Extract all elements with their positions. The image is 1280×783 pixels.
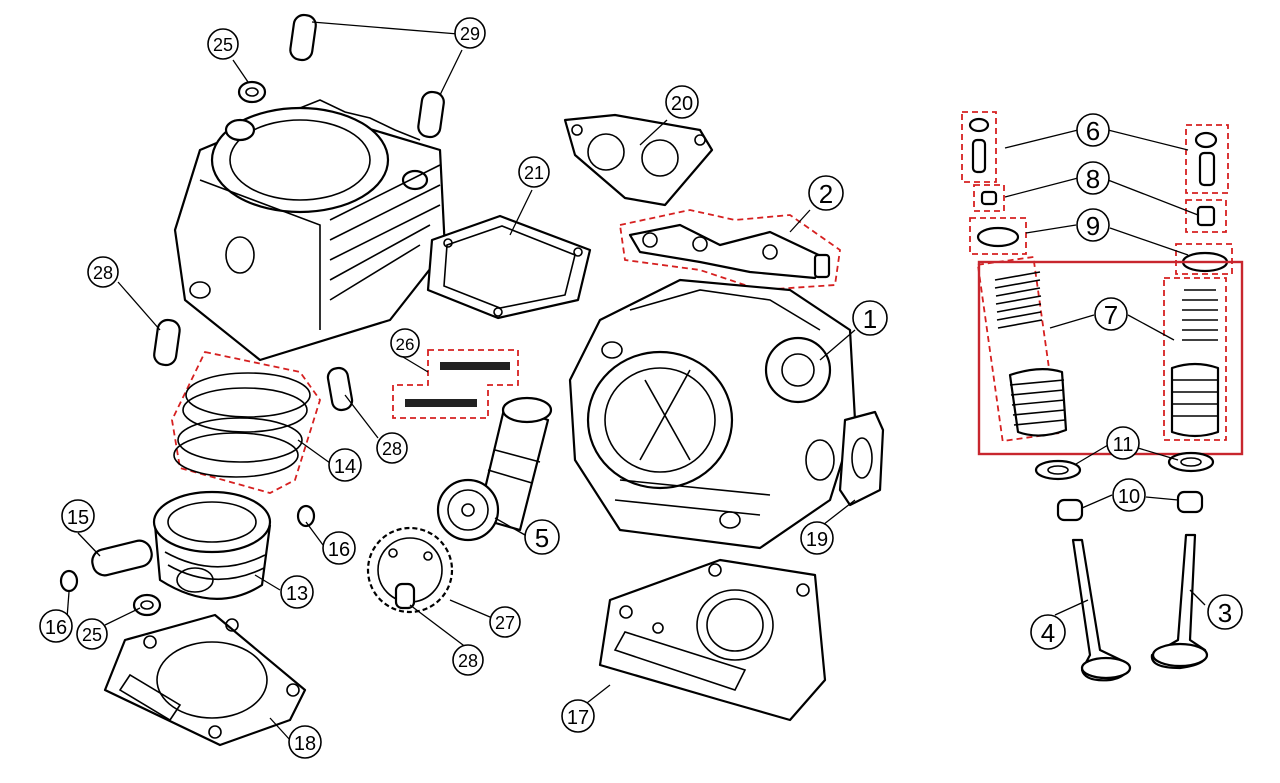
callout-c28a: 28 (87, 256, 119, 288)
callout-c4: 4 (1030, 614, 1066, 650)
svg-text:9: 9 (1086, 211, 1100, 241)
dowel-pin-29a (289, 13, 317, 62)
svg-text:15: 15 (67, 507, 89, 529)
svg-text:26: 26 (396, 335, 415, 354)
dowel-pin-28b (326, 366, 354, 412)
svg-text:16: 16 (45, 617, 67, 639)
rocker-arm-assembly (618, 209, 841, 291)
svg-text:5: 5 (535, 523, 549, 553)
callout-c7: 7 (1094, 297, 1128, 331)
callout-c28c: 28 (452, 644, 484, 676)
callout-c26: 26 (390, 328, 420, 358)
cylinder-base-gasket (103, 613, 307, 747)
callout-c15: 15 (61, 499, 95, 533)
svg-text:25: 25 (213, 35, 233, 55)
outer-spring-right (1170, 289, 1220, 438)
head-cover-gasket (426, 214, 592, 320)
dowel-pin-28c (394, 582, 416, 610)
oil-seal-25b (132, 593, 162, 617)
spring-seat-right (1167, 451, 1215, 473)
callout-c16b: 16 (322, 531, 356, 565)
svg-text:28: 28 (93, 263, 113, 283)
callout-c17: 17 (561, 699, 595, 733)
svg-text:10: 10 (1118, 486, 1140, 508)
callout-c10: 10 (1112, 478, 1146, 512)
callout-c20: 20 (665, 85, 699, 119)
camshaft (436, 396, 553, 542)
head-gasket (598, 558, 827, 722)
callout-c8: 8 (1076, 161, 1110, 195)
callout-c14: 14 (328, 448, 362, 482)
callout-c3: 3 (1207, 594, 1243, 630)
piston (152, 490, 272, 600)
svg-text:27: 27 (495, 613, 515, 633)
callout-c18: 18 (288, 725, 322, 759)
svg-text:3: 3 (1218, 598, 1232, 628)
callout-c25b: 25 (76, 618, 108, 650)
svg-text:4: 4 (1041, 618, 1055, 648)
callout-c9: 9 (1076, 208, 1110, 242)
callout-c29: 29 (454, 17, 486, 49)
exhaust-gasket (563, 113, 714, 207)
piston-rings (171, 350, 321, 494)
exhaust-valve (1150, 533, 1209, 670)
callout-c16a: 16 (39, 609, 73, 643)
svg-text:1: 1 (863, 304, 877, 334)
leader-lines (66, 21, 1206, 741)
callout-c13: 13 (280, 575, 314, 609)
spring-seat-left (1034, 459, 1082, 481)
svg-text:20: 20 (671, 93, 693, 115)
callout-c2: 2 (808, 175, 844, 211)
svg-text:28: 28 (382, 439, 402, 459)
svg-text:16: 16 (328, 539, 350, 561)
svg-text:19: 19 (806, 529, 828, 551)
svg-text:11: 11 (1113, 434, 1134, 456)
svg-text:7: 7 (1104, 300, 1118, 330)
svg-text:28: 28 (458, 651, 478, 671)
intake-gasket (838, 410, 885, 507)
cylinder-block (173, 99, 447, 362)
valve-stem-seal-left (1056, 498, 1084, 522)
callout-c28b: 28 (376, 432, 408, 464)
svg-text:29: 29 (460, 24, 480, 44)
callout-c6: 6 (1076, 113, 1110, 147)
intake-valve (1071, 538, 1132, 682)
circlip-16b (296, 504, 316, 528)
valve-train-right-column (1163, 124, 1233, 441)
svg-text:6: 6 (1086, 116, 1100, 146)
svg-text:2: 2 (819, 179, 833, 209)
svg-text:13: 13 (286, 583, 308, 605)
dowel-pin-29b (417, 90, 445, 139)
dowel-pin-28a (153, 318, 181, 367)
svg-text:25: 25 (82, 625, 102, 645)
callout-c25a: 25 (207, 28, 239, 60)
callout-c21: 21 (518, 156, 550, 188)
oil-seal-25a (237, 80, 267, 104)
svg-text:14: 14 (334, 456, 356, 478)
callout-c5: 5 (524, 519, 560, 555)
svg-text:8: 8 (1086, 164, 1100, 194)
callout-c19: 19 (800, 521, 834, 555)
cylinder-head (568, 278, 857, 550)
valve-stem-seal-right (1176, 490, 1204, 514)
valve-train-left-column (961, 111, 1068, 443)
callout-c1: 1 (852, 300, 888, 336)
cam-sprocket (366, 526, 454, 614)
svg-text:17: 17 (567, 707, 589, 729)
callout-c27: 27 (489, 606, 521, 638)
outer-spring-left (994, 271, 1068, 437)
svg-text:21: 21 (524, 163, 544, 183)
svg-text:18: 18 (294, 733, 316, 755)
callout-c11: 11 (1106, 426, 1140, 460)
circlip-16a (59, 569, 79, 593)
rocker-shafts (392, 349, 519, 419)
piston-pin (91, 539, 153, 577)
